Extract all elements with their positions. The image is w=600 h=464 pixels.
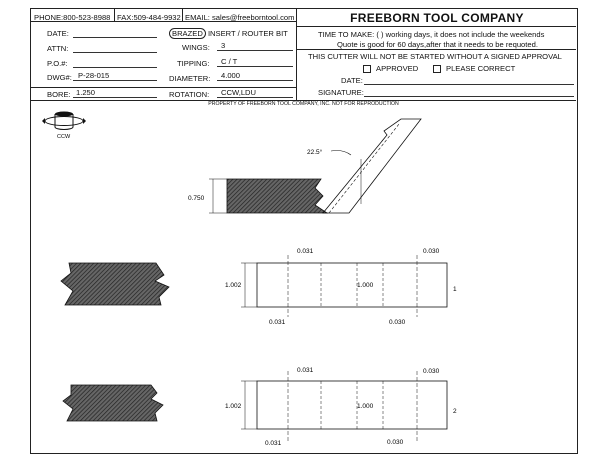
- ccw-icon-label: CCW: [57, 134, 71, 140]
- view2-top-left-dim: 0.031: [297, 367, 314, 374]
- tipping-value: C / T: [221, 57, 238, 66]
- approved-label: APPROVED: [376, 64, 419, 73]
- section-view-2: 1.002 1.000 0.031 0.030 0.031 0.030 2: [62, 367, 457, 447]
- phone-text: PHONE:800-523-8988: [34, 13, 111, 22]
- attn-field[interactable]: [73, 52, 157, 53]
- date-field[interactable]: [73, 37, 157, 38]
- dwg-value: P-28-015: [78, 71, 110, 80]
- time-to-make-text: TIME TO MAKE: ( ) working days, it does …: [318, 30, 545, 39]
- approval-date-field[interactable]: [364, 84, 574, 85]
- company-title: FREEBORN TOOL COMPANY: [350, 11, 524, 25]
- cutter-profile-top: 22.5° 0.750: [188, 118, 422, 214]
- quote-text: Quote is good for 60 days,after that it …: [337, 40, 538, 49]
- view1-bottom-left-dim: 0.031: [269, 319, 286, 326]
- bore-value: 1.250: [76, 88, 96, 97]
- email-text: EMAIL: sales@freeborntool.com: [185, 13, 295, 22]
- view1-index: 1: [453, 286, 457, 293]
- angle-label: 22.5°: [307, 148, 323, 156]
- po-label: P.O.#:: [47, 59, 68, 68]
- height-label: 0.750: [188, 195, 205, 202]
- fax-text: FAX:509-484-9932: [117, 13, 181, 22]
- view1-bottom-right-dim: 0.030: [389, 319, 406, 326]
- ccw-rotation-icon: CCW: [42, 111, 86, 140]
- view1-top-left-dim: 0.031: [297, 248, 314, 255]
- tipping-label: TIPPING:: [177, 59, 210, 68]
- insert-router-text: INSERT / ROUTER BIT: [207, 29, 288, 38]
- tool-type: BRAZED INSERT / ROUTER BIT: [169, 28, 288, 39]
- signed-approval-notice: THIS CUTTER WILL NOT BE STARTED WITHOUT …: [308, 52, 562, 61]
- signature-field[interactable]: [364, 96, 574, 97]
- signature-label: SIGNATURE:: [318, 88, 364, 97]
- view2-top-right-dim: 0.030: [423, 368, 440, 375]
- view2-center-height: 1.000: [357, 403, 374, 410]
- approved-option[interactable]: APPROVED: [363, 64, 418, 73]
- title-block: PHONE:800-523-8988 FAX:509-484-9932 EMAI…: [31, 9, 576, 101]
- date-label: DATE:: [47, 29, 69, 38]
- po-field[interactable]: [73, 67, 157, 68]
- view1-top-right-dim: 0.030: [423, 248, 440, 255]
- view1-center-height: 1.000: [357, 282, 374, 289]
- view2-bottom-right-dim: 0.030: [387, 439, 404, 446]
- wings-label: WINGS:: [182, 43, 210, 52]
- brazed-circled: BRAZED: [169, 28, 206, 39]
- correct-option[interactable]: PLEASE CORRECT: [433, 64, 515, 73]
- view2-bottom-left-dim: 0.031: [265, 440, 282, 447]
- wings-value: 3: [221, 41, 226, 50]
- approval-date-label: DATE:: [341, 76, 363, 85]
- bore-label: BORE:: [47, 90, 71, 99]
- view1-left-height: 1.002: [225, 282, 242, 289]
- diameter-value: 4.000: [221, 71, 241, 80]
- approved-checkbox[interactable]: [363, 65, 371, 73]
- attn-label: ATTN:: [47, 44, 69, 53]
- property-notice: PROPERTY OF FREEBORN TOOL COMPANY, INC. …: [208, 101, 399, 107]
- correct-label: PLEASE CORRECT: [446, 64, 516, 73]
- drawing-sheet: PHONE:800-523-8988 FAX:509-484-9932 EMAI…: [30, 8, 578, 454]
- view2-index: 2: [453, 408, 457, 415]
- dwg-label: DWG#:: [47, 73, 72, 82]
- rotation-label: ROTATION:: [169, 90, 210, 99]
- technical-drawing: CCW 22.5° 0.750 1.002: [42, 111, 457, 447]
- section-view-1: 1.002 1.000 0.031 0.030 0.031 0.030 1: [60, 248, 457, 326]
- diameter-label: DIAMETER:: [169, 74, 211, 83]
- correct-checkbox[interactable]: [433, 65, 441, 73]
- view2-left-height: 1.002: [225, 403, 242, 410]
- rotation-value: CCW,LDU: [221, 88, 257, 97]
